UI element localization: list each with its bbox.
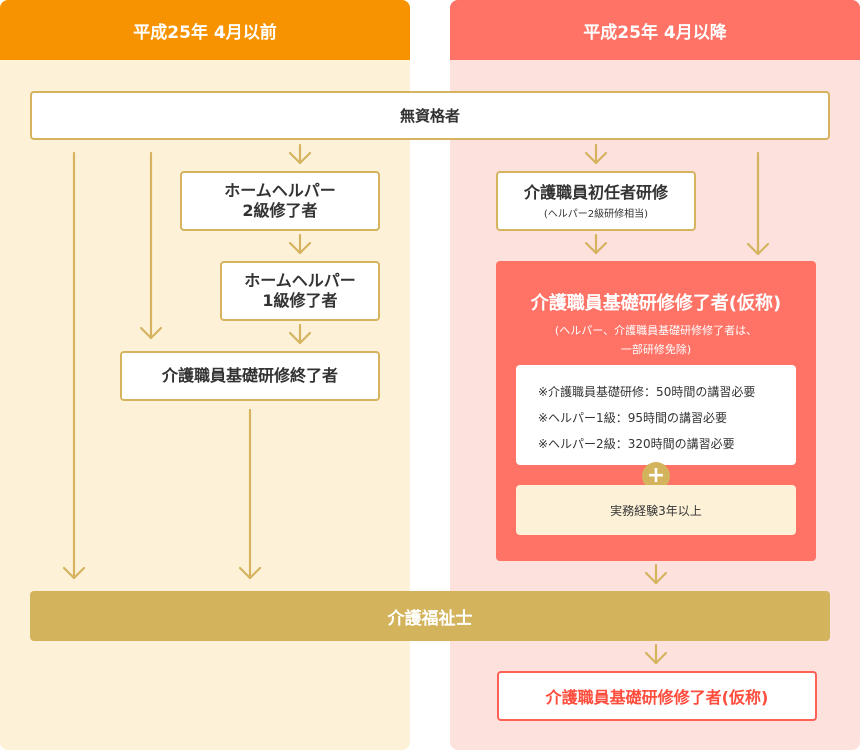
basic-training-completed-label: 介護職員基礎研修終了者 [161, 366, 338, 385]
care-worker-label: 介護福祉士 [387, 608, 473, 629]
header-after: 平成25年 4月以降 [450, 0, 860, 60]
care-worker-bar: 介護福祉士 [30, 591, 830, 641]
header-after-label: 平成25年 4月以降 [583, 22, 727, 43]
arrow-down-icon [288, 241, 312, 255]
experience-label: 実務経験3年以上 [610, 503, 702, 518]
arrow-down-icon [644, 651, 668, 665]
experience-box: 実務経験3年以上 [516, 485, 796, 535]
header-before: 平成25年 4月以前 [0, 0, 410, 60]
helper-2-label: ホームヘルパー 2級修了者 [224, 181, 336, 220]
initial-training-label: 介護職員初任者研修 [523, 182, 668, 202]
final-qualification-label: 介護職員基礎研修修了者(仮称) [545, 688, 769, 707]
final-qualification-box: 介護職員基礎研修修了者(仮称) [497, 671, 817, 721]
arrow-down-icon [584, 241, 608, 255]
helper-1-label: ホームヘルパー 1級修了者 [244, 271, 356, 310]
requirement-note: ※ヘルパー2級：320時間の講習必要 [538, 437, 735, 451]
requirement-note: ※ヘルパー1級：95時間の講習必要 [538, 411, 727, 425]
panel-subtitle: (ヘルパー、介護職員基礎研修修了者は、 一部研修免除) [554, 324, 758, 356]
arrow-down-icon [288, 151, 312, 165]
requirements-box: ※介護職員基礎研修：50時間の講習必要 ※ヘルパー1級：95時間の講習必要 ※ヘ… [516, 365, 796, 465]
initial-training-box: 介護職員初任者研修 (ヘルパー2級研修相当) [496, 171, 696, 231]
basic-training-completed-box: 介護職員基礎研修終了者 [120, 351, 380, 401]
arrow-down-icon [62, 566, 86, 580]
panel-title: 介護職員基礎研修修了者(仮称) [530, 293, 782, 314]
header-before-label: 平成25年 4月以前 [133, 22, 277, 43]
requirement-note: ※介護職員基礎研修：50時間の講習必要 [538, 385, 756, 399]
helper-2-box: ホームヘルパー 2級修了者 [180, 171, 380, 231]
arrow-down-icon [139, 326, 163, 340]
initial-training-note: (ヘルパー2級研修相当) [543, 208, 649, 220]
arrow-down-icon [746, 242, 770, 256]
arrow-down-icon [644, 571, 668, 585]
unqualified-box: 無資格者 [30, 91, 830, 140]
unqualified-label: 無資格者 [399, 106, 460, 125]
arrow-down-icon [288, 331, 312, 345]
helper-1-box: ホームヘルパー 1級修了者 [220, 261, 380, 321]
arrow-down-icon [238, 566, 262, 580]
arrow-down-icon [584, 151, 608, 165]
